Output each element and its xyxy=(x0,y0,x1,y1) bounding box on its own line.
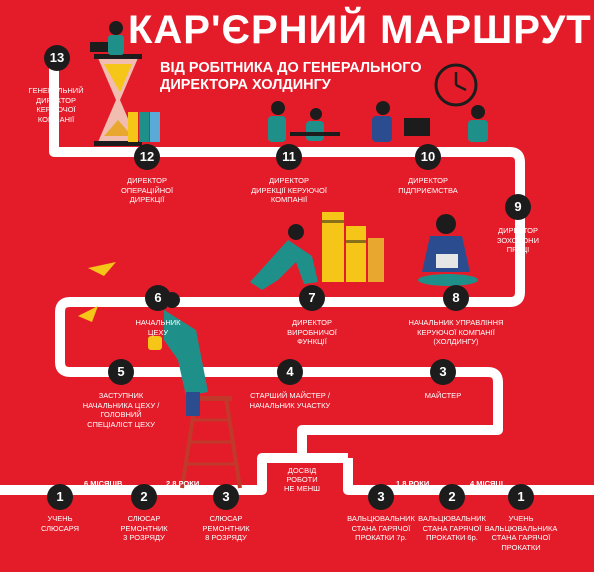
clock-icon xyxy=(434,63,478,107)
main-step-8-node: 8 xyxy=(443,285,469,311)
main-step-10-label: ДИРЕКТОР ПІДПРИЄМСТВА xyxy=(398,176,458,195)
duration-6-months: 6 МІСЯЦІВ xyxy=(84,479,123,488)
left-step-2-label: СЛЮСАР РЕМОНТНИК 3 РОЗРЯДУ xyxy=(120,514,168,542)
right-step-2-label: ВАЛЬЦЮВАЛЬНИК СТАНА ГАРЯЧОЇ ПРОКАТКИ 6р. xyxy=(418,514,486,542)
main-step-11-node: 11 xyxy=(276,144,302,170)
folders-icon xyxy=(128,112,160,142)
right-step-2-node: 2 xyxy=(439,484,465,510)
main-step-12-label: ДИРЕКТОР ОПЕРАЦІЙНОЇ ДИРЕКЦІЇ xyxy=(120,176,174,204)
main-step-13-label: ГЕНЕРАЛЬНИЙ ДИРЕКТОР КЕРУЮЧОЇ КОМПАНІЇ xyxy=(28,86,84,124)
main-step-3-label: МАЙСТЕР xyxy=(424,391,462,400)
main-step-13-node: 13 xyxy=(44,45,70,71)
coin-stack-icon xyxy=(322,212,384,282)
left-step-1-label: УЧЕНЬ СЛЮСАРЯ xyxy=(40,514,80,533)
main-step-4-node: 4 xyxy=(277,359,303,385)
main-step-6-label: НАЧАЛЬНИК ЦЕХУ xyxy=(135,318,181,337)
main-step-9-node: 9 xyxy=(505,194,531,220)
main-step-11-label: ДИРЕКТОР ДИРЕКЦІЇ КЕРУЮЧОЇ КОМПАНІЇ xyxy=(251,176,327,204)
laptop-man-icon xyxy=(90,21,124,55)
main-step-6-node: 6 xyxy=(145,285,171,311)
main-step-8-label: НАЧАЛЬНИК УПРАВЛІННЯ КЕРУЮЧОЇ КОМПАНІЇ (… xyxy=(408,318,504,346)
duration-4-months: 4 МІСЯЦІ xyxy=(470,479,503,488)
main-step-5-label: ЗАСТУПНИК НАЧАЛЬНИКА ЦЕХУ / ГОЛОВНИЙ СПЕ… xyxy=(82,391,160,429)
office-workers-icon xyxy=(268,101,488,142)
paper-airplane-icon xyxy=(78,262,116,322)
duration-2-8-years: 2,8 РОКИ xyxy=(166,479,200,488)
page-title: КАР'ЄРНИЙ МАРШРУТ xyxy=(128,8,592,52)
right-step-1-node: 1 xyxy=(508,484,534,510)
left-step-3-node: 3 xyxy=(213,484,239,510)
main-step-7-node: 7 xyxy=(299,285,325,311)
main-step-3-node: 3 xyxy=(430,359,456,385)
duration-1-8-years: 1,8 РОКИ xyxy=(396,479,430,488)
main-step-10-node: 10 xyxy=(415,144,441,170)
page-subtitle-line2: ДИРЕКТОРА ХОЛДИНГУ xyxy=(160,77,331,93)
page-subtitle-line1: ВІД РОБІТНИКА ДО ГЕНЕРАЛЬНОГО xyxy=(160,60,422,76)
career-path-line xyxy=(0,60,525,495)
main-step-7-label: ДИРЕКТОР ВИРОБНИЧОЇ ФУНКЦІЇ xyxy=(287,318,337,346)
left-step-1-node: 1 xyxy=(47,484,73,510)
laptop-woman-icon xyxy=(418,214,478,286)
right-step-1-label: УЧЕНЬ ВАЛЬЦЮВАЛЬНИКА СТАНА ГАРЯЧОЇ ПРОКА… xyxy=(484,514,558,552)
main-step-12-node: 12 xyxy=(134,144,160,170)
right-step-3-label: ВАЛЬЦЮВАЛЬНИК СТАНА ГАРЯЧОЇ ПРОКАТКИ 7р. xyxy=(347,514,415,542)
reclining-man-icon xyxy=(250,224,318,290)
duration-experience: ДОСВІД РОБОТИ НЕ МЕНШ xyxy=(283,466,321,493)
left-step-2-node: 2 xyxy=(131,484,157,510)
main-step-9-label: ДИРЕКТОР ЗОХОРОНИ ПРАЦІ xyxy=(496,226,539,254)
main-step-5-node: 5 xyxy=(108,359,134,385)
main-step-4-label: СТАРШИЙ МАЙСТЕР / НАЧАЛЬНИК УЧАСТКУ xyxy=(249,391,331,410)
right-step-3-node: 3 xyxy=(368,484,394,510)
left-step-3-label: СЛЮСАР РЕМОНТНИК 8 РОЗРЯДУ xyxy=(202,514,250,542)
